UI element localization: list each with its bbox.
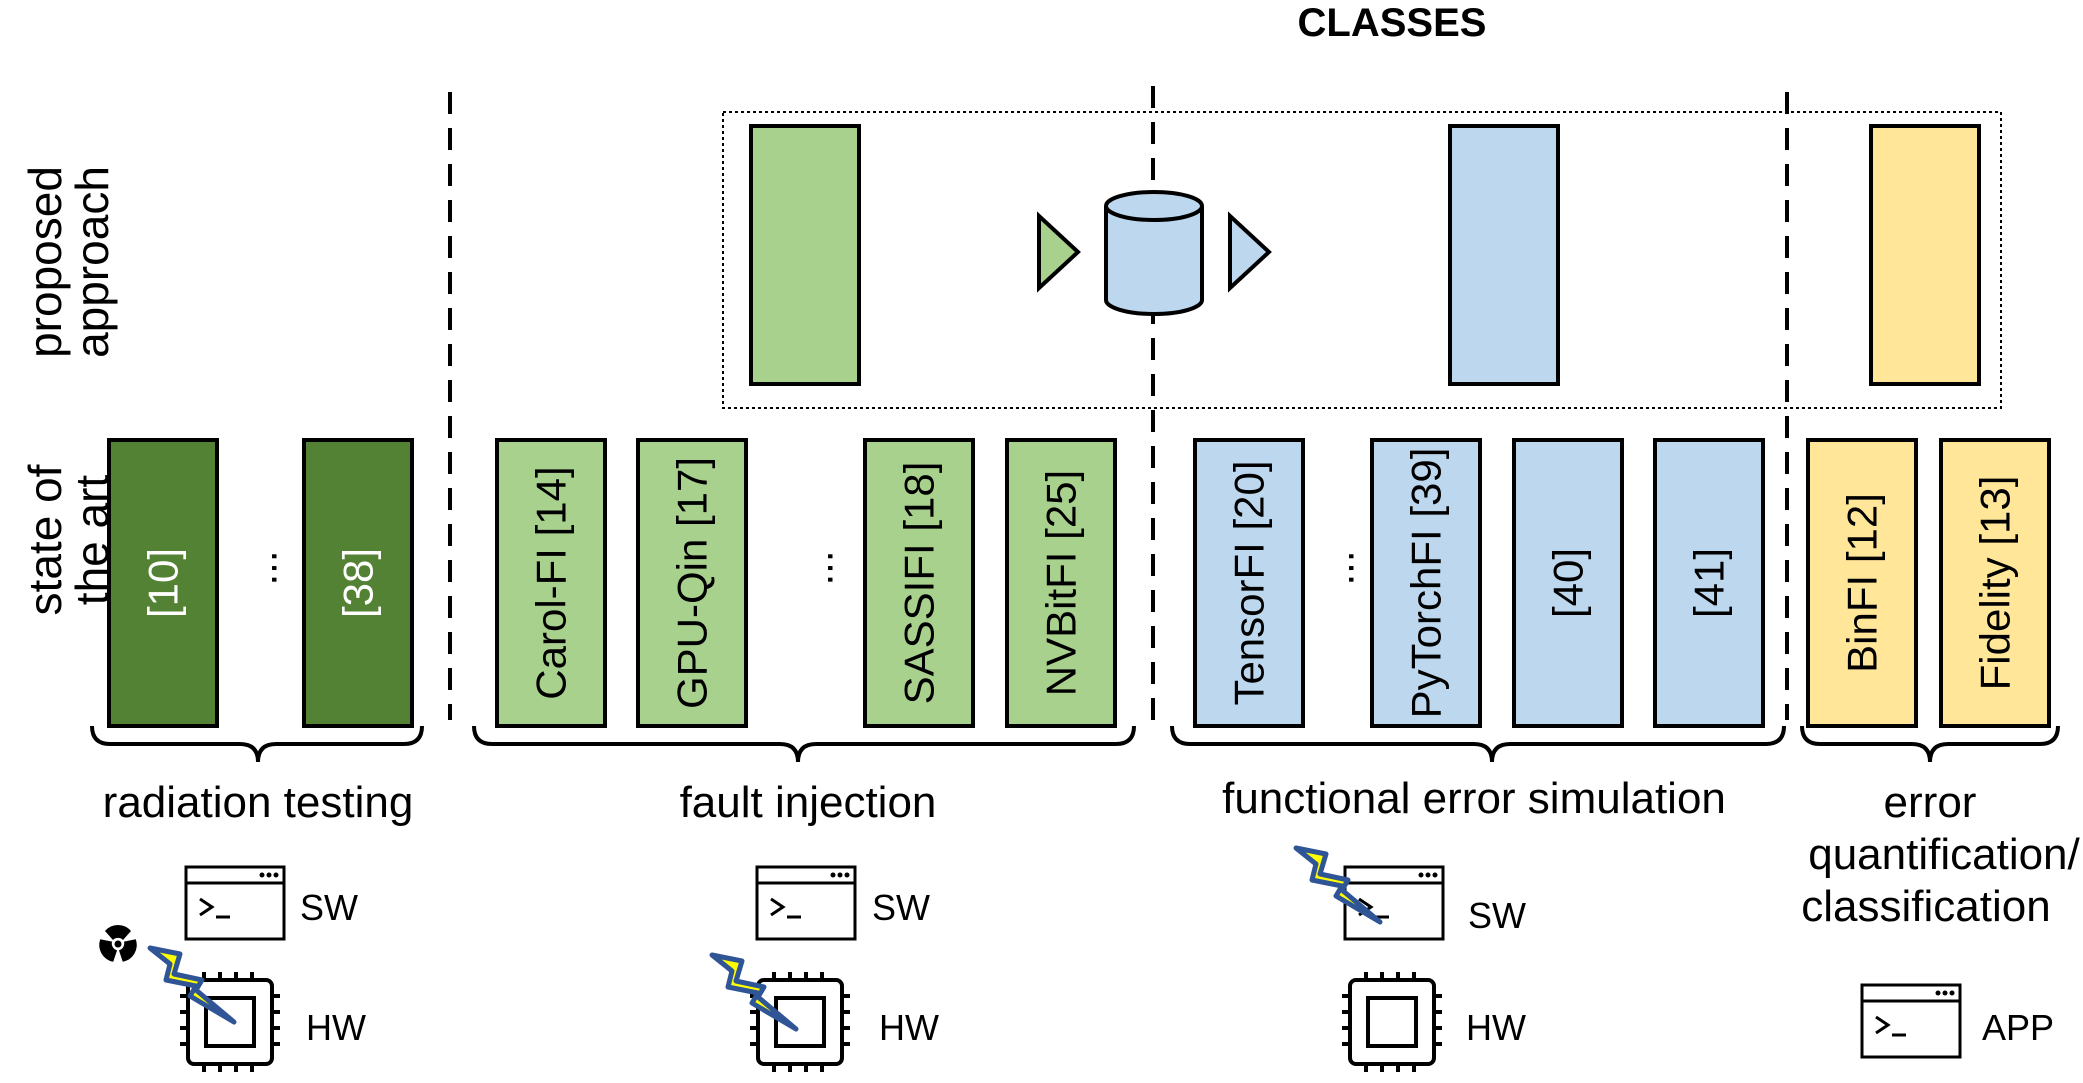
diagram-title: CLASSES <box>1298 1 1487 45</box>
brace-radiation <box>90 725 424 763</box>
flow-arrow-green <box>1037 211 1081 293</box>
app-label: APP <box>1982 1007 2054 1048</box>
svg-text:Carol-FI [14]: Carol-FI [14] <box>528 466 575 699</box>
svg-text:GPU-Qin [17]: GPU-Qin [17] <box>669 457 716 709</box>
svg-text:TensorFI [20]: TensorFI [20] <box>1226 460 1273 705</box>
ellipsis-functional: ... <box>1316 550 1363 585</box>
svg-text:classification: classification <box>1801 882 2050 931</box>
proposed-approach-frame <box>722 111 2002 409</box>
bar-fidelity: Fidelity [13] <box>1939 438 2051 728</box>
svg-text:Fidelity [13]: Fidelity [13] <box>1972 476 2019 691</box>
row-label-proposed: proposed approach <box>19 166 118 358</box>
proposed-functional-simulation-bar <box>1448 124 1560 386</box>
class-label-radiation-testing: radiation testing <box>103 778 414 827</box>
ellipsis-fault-injection: ... <box>795 550 842 585</box>
ellipsis-radiation: ... <box>239 550 286 585</box>
flow-arrow-blue <box>1228 211 1272 293</box>
svg-text:NVBitFI [25]: NVBitFI [25] <box>1038 470 1085 696</box>
bar-nvbitfi: NVBitFI [25] <box>1005 438 1117 728</box>
bar-40: [40] <box>1512 438 1624 728</box>
sw-label: SW <box>300 887 358 928</box>
bar-tensorfi: TensorFI [20] <box>1193 438 1305 728</box>
svg-text:approach: approach <box>66 166 118 358</box>
terminal-window-icon <box>184 865 286 941</box>
terminal-window-icon <box>755 865 857 941</box>
svg-text:BinFI [12]: BinFI [12] <box>1839 493 1886 673</box>
class-label-error-quantification: error quantification/ classification <box>1801 778 2080 931</box>
database-icon <box>1104 190 1204 316</box>
chip-icon <box>1340 970 1444 1074</box>
hw-label: HW <box>879 1007 939 1048</box>
bar-sassifi: SASSIFI [18] <box>863 438 975 728</box>
class-label-functional-error-simulation: functional error simulation <box>1222 774 1726 823</box>
svg-text:quantification/: quantification/ <box>1808 830 2080 879</box>
radiation-icon <box>99 924 137 962</box>
svg-text:[40]: [40] <box>1545 548 1592 618</box>
brace-fault-injection <box>472 725 1136 763</box>
svg-text:[10]: [10] <box>140 548 187 618</box>
terminal-window-icon <box>1860 983 1962 1059</box>
bar-radiation-10: [10] <box>107 438 219 728</box>
row-label-state-of-the-art: state of the art <box>19 464 118 615</box>
bar-pytorchfi: PyTorchFI [39] <box>1370 438 1482 728</box>
svg-text:[38]: [38] <box>335 548 382 618</box>
bar-binfi: BinFI [12] <box>1806 438 1918 728</box>
svg-text:SASSIFI [18]: SASSIFI [18] <box>896 462 943 705</box>
brace-error <box>1800 725 2060 763</box>
bar-radiation-38: [38] <box>302 438 414 728</box>
svg-text:state of: state of <box>19 464 71 615</box>
svg-text:PyTorchFI [39]: PyTorchFI [39] <box>1403 448 1450 719</box>
bar-carol-fi: Carol-FI [14] <box>495 438 607 728</box>
bar-gpu-qin: GPU-Qin [17] <box>636 438 748 728</box>
sw-label: SW <box>872 887 930 928</box>
svg-text:proposed: proposed <box>19 166 71 358</box>
proposed-fault-injection-bar <box>749 124 861 386</box>
hw-label: HW <box>306 1007 366 1048</box>
proposed-error-quantification-bar <box>1869 124 1981 386</box>
brace-functional <box>1170 725 1786 763</box>
sw-label: SW <box>1468 895 1526 936</box>
class-label-fault-injection: fault injection <box>680 778 937 827</box>
svg-text:[41]: [41] <box>1686 548 1733 618</box>
svg-text:error: error <box>1884 778 1977 827</box>
bar-41: [41] <box>1653 438 1765 728</box>
hw-label: HW <box>1466 1007 1526 1048</box>
